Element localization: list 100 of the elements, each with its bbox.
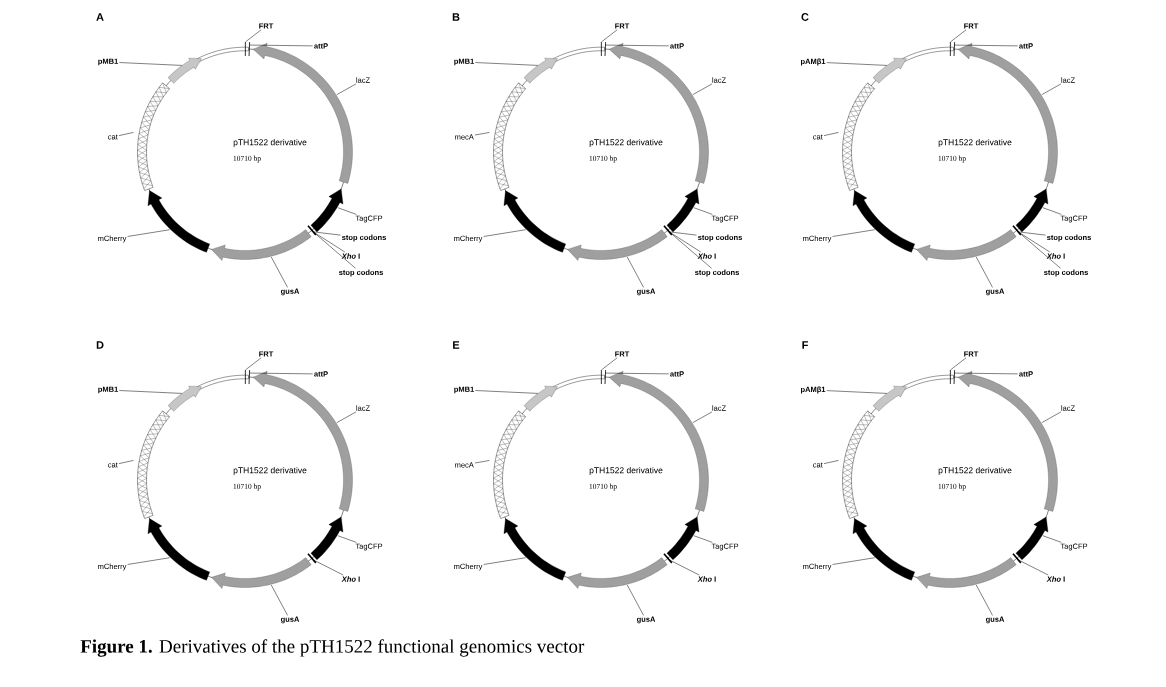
leader-line — [693, 535, 713, 543]
site-tick — [244, 369, 246, 385]
site-tick — [953, 41, 955, 57]
plasmid-name: pTH1522 derivative — [938, 467, 1012, 475]
gene-arc — [310, 188, 344, 233]
leader-line — [1042, 535, 1062, 543]
panel-letter: F — [802, 341, 808, 349]
gene-arc — [147, 190, 210, 253]
leader-line — [950, 29, 967, 43]
leader-line — [826, 62, 888, 66]
leader-line — [1041, 411, 1062, 423]
leader-line — [119, 390, 183, 394]
leader-line — [1018, 231, 1046, 236]
gene-arc — [567, 557, 668, 589]
leader-line — [245, 357, 262, 371]
gene-arc — [147, 518, 210, 581]
site-tick — [600, 369, 602, 385]
panel-letter: E — [453, 341, 460, 349]
gene-box — [842, 410, 875, 519]
gene-box — [137, 410, 170, 519]
gene-arc — [666, 188, 700, 233]
gene-box — [493, 410, 526, 519]
leader-line — [601, 29, 618, 43]
panel-letter: B — [452, 13, 460, 21]
plasmid-name: pTH1522 derivative — [589, 467, 663, 475]
gene-arc — [852, 518, 915, 581]
plasmid-name: pTH1522 derivative — [233, 467, 307, 475]
plasmid-name: pTH1522 derivative — [938, 139, 1012, 147]
leader-line — [823, 132, 839, 136]
leader-line — [669, 231, 702, 253]
gene-arc — [852, 190, 915, 253]
gene-box — [842, 82, 875, 191]
gene-arc — [503, 190, 566, 253]
leader-line — [826, 390, 888, 394]
site-tick — [248, 41, 250, 57]
leader-line — [669, 231, 712, 269]
leader-line — [976, 584, 993, 616]
gene-arc — [666, 516, 700, 560]
leader-line — [483, 557, 527, 565]
leader-line — [1018, 231, 1061, 269]
leader-line — [337, 535, 357, 543]
leader-line — [976, 256, 993, 288]
site-tick — [949, 369, 951, 385]
leader-line — [118, 460, 134, 464]
gene-arc — [211, 229, 312, 261]
panel-letter: A — [96, 13, 104, 21]
leader-line — [1041, 83, 1062, 95]
leader-line — [475, 62, 539, 66]
leader-line — [474, 460, 490, 464]
site-tick — [953, 369, 955, 385]
panel-letter: C — [801, 13, 809, 21]
leader-line — [127, 229, 171, 237]
leader-line — [954, 372, 1018, 375]
leader-line — [669, 559, 700, 576]
leader-line — [127, 557, 171, 565]
site-tick — [244, 41, 246, 57]
gene-arc — [567, 229, 668, 261]
leader-line — [336, 83, 357, 95]
leader-line — [605, 372, 669, 375]
leader-line — [669, 231, 697, 236]
leader-line — [601, 357, 618, 371]
leader-line — [249, 372, 313, 375]
leader-line — [271, 256, 288, 288]
plasmid-name: pTH1522 derivative — [233, 139, 307, 147]
leader-line — [692, 83, 713, 95]
leader-line — [271, 584, 288, 616]
leader-line — [313, 231, 346, 253]
leader-line — [245, 29, 262, 43]
leader-line — [1018, 559, 1049, 576]
leader-line — [692, 411, 713, 423]
gene-arc — [872, 58, 907, 84]
leader-line — [627, 584, 644, 616]
gene-arc — [872, 386, 907, 412]
leader-line — [313, 231, 341, 236]
gene-box — [137, 82, 170, 191]
leader-line — [950, 357, 967, 371]
leader-line — [1042, 207, 1062, 215]
leader-line — [474, 132, 490, 136]
gene-arc — [167, 386, 202, 412]
leader-line — [118, 132, 134, 136]
figure-caption: Figure 1. Derivatives of the pTH1522 functional genomics vector — [80, 639, 585, 657]
gene-arc — [211, 557, 312, 589]
gene-arc — [916, 229, 1017, 261]
leader-line — [475, 390, 539, 394]
panel-letter: D — [96, 341, 104, 349]
leader-line — [605, 44, 669, 47]
gene-arc — [523, 58, 558, 84]
gene-arc — [167, 58, 202, 84]
site-tick — [604, 41, 606, 57]
gene-arc — [523, 386, 558, 412]
leader-line — [823, 460, 839, 464]
leader-line — [627, 256, 644, 288]
plasmid-name: pTH1522 derivative — [589, 139, 663, 147]
leader-line — [313, 231, 356, 269]
site-tick — [248, 369, 250, 385]
leader-line — [336, 411, 357, 423]
gene-box — [493, 82, 526, 191]
gene-arc — [1015, 188, 1049, 233]
leader-line — [119, 62, 183, 66]
leader-line — [954, 44, 1018, 47]
